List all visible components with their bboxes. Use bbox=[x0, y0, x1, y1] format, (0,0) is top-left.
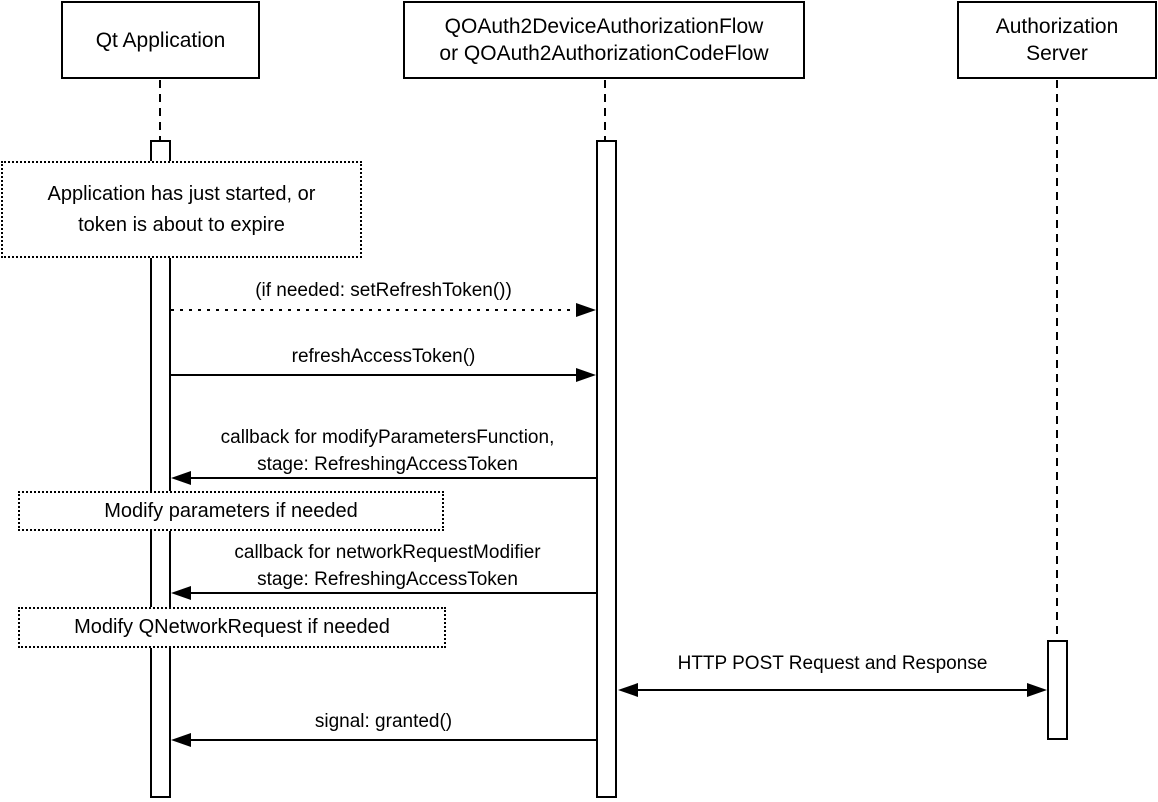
message-label-set-refresh-token: (if needed: setRefreshToken()) bbox=[255, 280, 512, 301]
message-label-signal-granted: signal: granted() bbox=[314, 711, 453, 732]
lifeline-qt-application bbox=[159, 80, 161, 140]
actor-box-qt-application: Qt Application bbox=[61, 1, 260, 79]
lifeline-authorization-server bbox=[1056, 80, 1058, 640]
actor-label: Authorization bbox=[995, 15, 1119, 38]
actor-box-oauth2-flow: QOAuth2DeviceAuthorizationFlow or QOAuth… bbox=[403, 1, 805, 79]
message-arrow-signal-granted bbox=[171, 732, 596, 748]
arrowhead-left-icon bbox=[171, 586, 191, 600]
note-application-started: Application has just started, or token i… bbox=[1, 161, 362, 258]
message-label-callback-network-request-modifier: callback for networkRequestModifier stag… bbox=[234, 542, 541, 590]
message-label-refresh-access-token: refreshAccessToken() bbox=[291, 346, 476, 367]
arrowhead-left-icon bbox=[171, 471, 191, 485]
arrow-line bbox=[632, 689, 1033, 691]
note-modify-parameters: Modify parameters if needed bbox=[18, 491, 444, 531]
arrowhead-left-icon bbox=[618, 683, 638, 697]
arrowhead-right-icon bbox=[576, 368, 596, 382]
lifeline-oauth2-flow bbox=[604, 80, 606, 140]
note-modify-qnetworkrequest: Modify QNetworkRequest if needed bbox=[18, 607, 446, 648]
actor-label: Qt Application bbox=[95, 28, 226, 52]
message-label-http-post: HTTP POST Request and Response bbox=[677, 653, 988, 674]
arrowhead-left-icon bbox=[171, 733, 191, 747]
actor-label: or QOAuth2AuthorizationCodeFlow bbox=[439, 42, 769, 65]
arrow-line bbox=[171, 309, 582, 311]
actor-label: Server bbox=[1026, 42, 1088, 65]
actor-label: QOAuth2DeviceAuthorizationFlow bbox=[444, 15, 764, 38]
activation-oauth2-flow bbox=[596, 140, 617, 798]
actor-box-authorization-server: Authorization Server bbox=[957, 1, 1157, 79]
arrow-line bbox=[185, 592, 596, 594]
message-arrow-set-refresh-token bbox=[171, 302, 596, 318]
message-arrow-callback-network-request-modifier bbox=[171, 585, 596, 601]
arrow-line bbox=[171, 374, 582, 376]
activation-authorization-server bbox=[1047, 640, 1068, 740]
message-arrow-refresh-access-token bbox=[171, 367, 596, 383]
message-label-callback-modify-parameters: callback for modifyParametersFunction, s… bbox=[220, 427, 555, 475]
message-arrow-callback-modify-parameters bbox=[171, 470, 596, 486]
message-arrow-http-post bbox=[618, 682, 1047, 698]
arrow-line bbox=[185, 477, 596, 479]
arrow-line bbox=[185, 739, 596, 741]
arrowhead-right-icon bbox=[1027, 683, 1047, 697]
arrowhead-right-icon bbox=[576, 303, 596, 317]
